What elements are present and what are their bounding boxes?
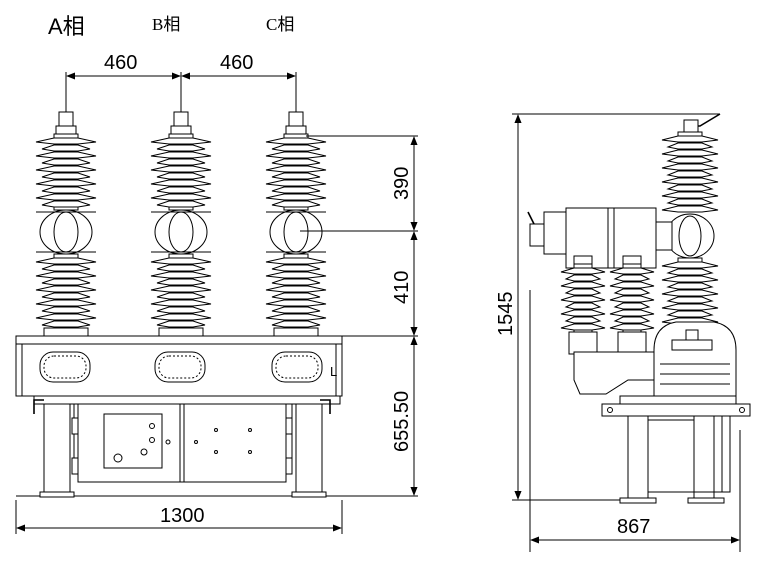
front-leg-right	[295, 403, 323, 497]
phase-b-label: B相	[152, 15, 180, 34]
side-small-insulators	[560, 255, 655, 355]
front-window-a	[39, 351, 91, 383]
side-view	[527, 113, 751, 504]
side-main-pole	[661, 131, 719, 325]
side-small-insulator-2	[609, 255, 655, 355]
pole-b	[150, 72, 212, 337]
front-leg-left	[43, 403, 71, 497]
front-view: L	[15, 72, 343, 498]
dim-side-height: 1545	[495, 292, 517, 337]
phase-c-label: C相	[266, 15, 294, 34]
front-window-c	[271, 351, 323, 383]
side-small-insulator-1	[560, 255, 606, 355]
front-pole-group	[35, 72, 327, 337]
front-dimensions: 460 460 390 410 655.50 1300	[15, 52, 418, 534]
dim-upper-height: 390	[391, 167, 413, 200]
dim-spacing-bc: 460	[220, 52, 253, 74]
pole-c	[265, 72, 327, 337]
side-leg-right	[693, 415, 715, 501]
phase-a-label: A相	[48, 14, 85, 39]
dim-spacing-ab: 460	[104, 52, 137, 74]
dim-total-width: 1300	[160, 505, 205, 527]
dim-base-height: 655.50	[391, 391, 413, 452]
front-window-b	[154, 351, 206, 383]
front-mark-l: L	[330, 364, 337, 379]
side-leg-left	[627, 415, 649, 501]
dim-lower-height: 410	[391, 271, 413, 304]
dim-depth: 867	[617, 516, 650, 538]
pole-a	[35, 72, 97, 337]
side-dimensions: 1545 867	[495, 113, 741, 552]
